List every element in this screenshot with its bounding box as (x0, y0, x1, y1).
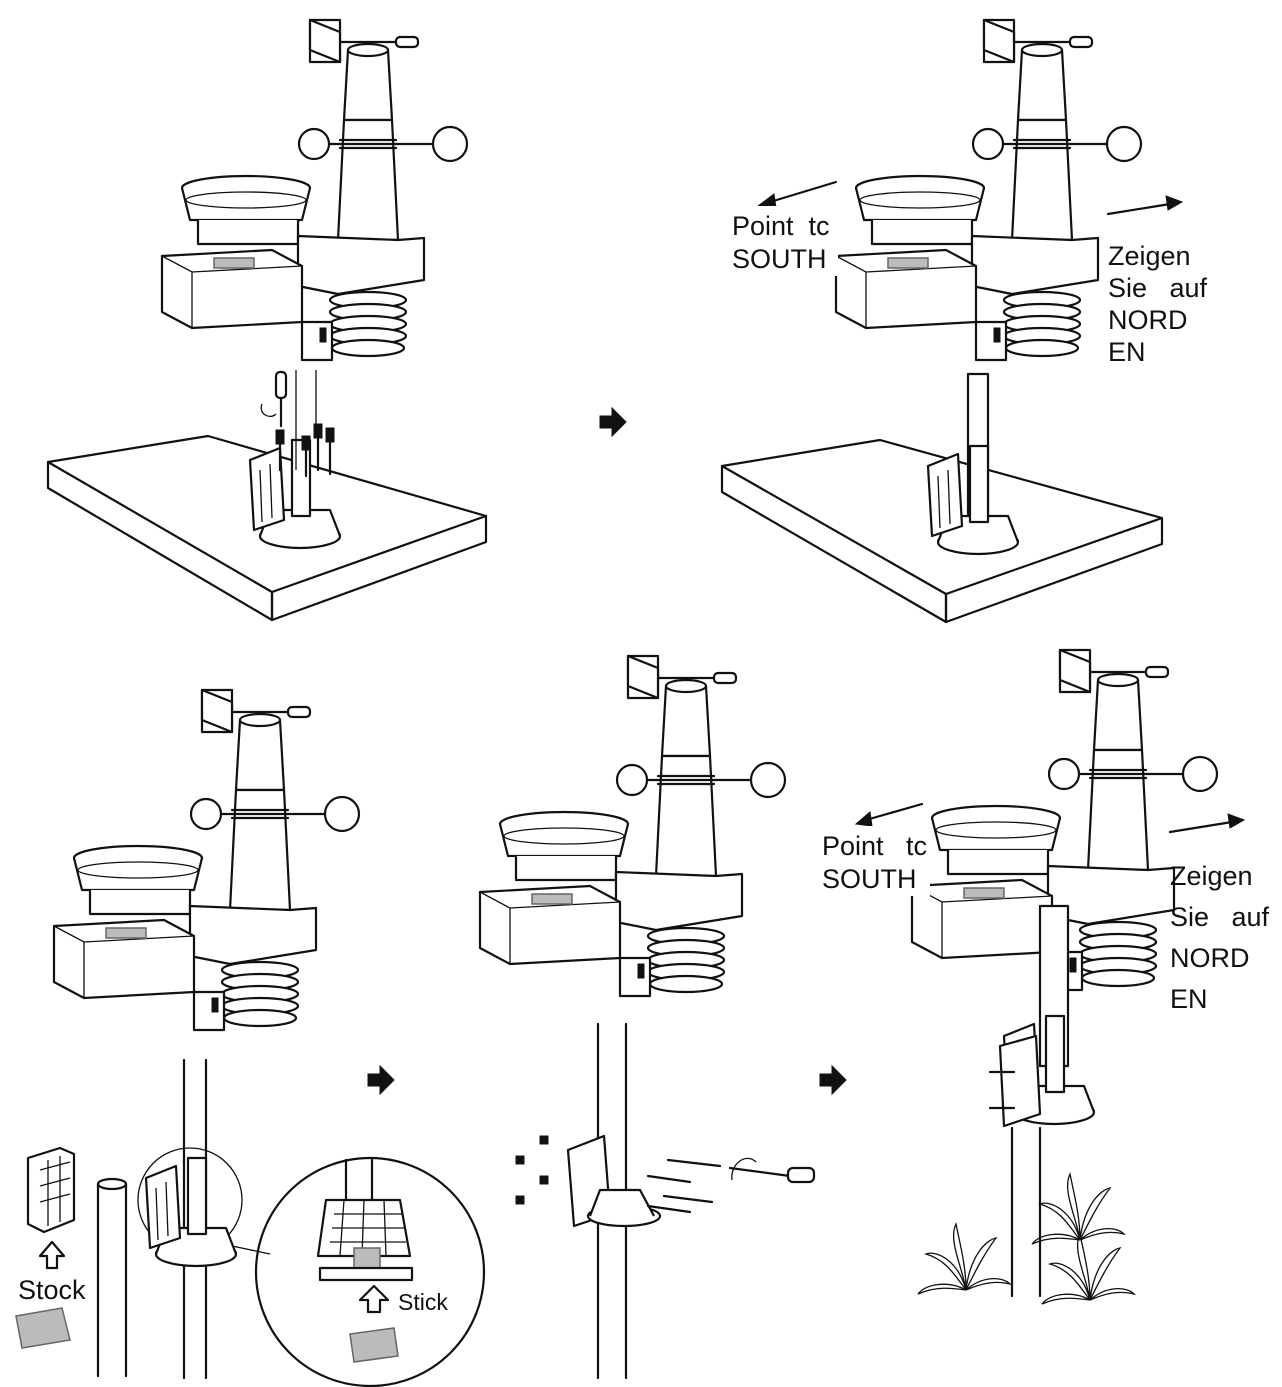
station-top-right (834, 18, 1143, 362)
long-arrow-icon (854, 802, 924, 827)
bracket-part (26, 1146, 76, 1234)
point-south-label-top: Point tc SOUTH (732, 211, 830, 274)
platform-right (720, 372, 1164, 624)
plant-decoration (917, 1173, 1135, 1305)
right-arrow-icon (819, 1065, 847, 1095)
right-arrow-icon (367, 1065, 395, 1095)
pole-screws (515, 1022, 816, 1380)
pole-detail (137, 1058, 271, 1380)
zeigen-nord-label-top: Zeigen Sie auf NORD EN (1108, 241, 1208, 367)
stick-label: Stick (398, 1289, 448, 1315)
stock-label: Stock (18, 1275, 86, 1305)
station-top-left (160, 18, 469, 362)
platform-left (46, 370, 488, 622)
station-mid-left (52, 688, 361, 1032)
zeigen-nord-label-bottom: Zeigen Sie auf NORD EN (1170, 861, 1270, 1014)
hollow-up-arrow-icon (358, 1284, 390, 1314)
right-arrow-icon (599, 407, 627, 437)
installed-pole (988, 904, 1096, 1298)
long-arrow-icon (1106, 195, 1184, 216)
hollow-up-arrow-icon (38, 1240, 66, 1270)
point-south-label-bottom: Point tc SOUTH (822, 831, 928, 894)
station-mid-center (478, 654, 787, 998)
long-arrow-icon (1168, 813, 1246, 834)
pole (96, 1177, 128, 1378)
long-arrow-icon (756, 180, 838, 209)
adhesive-pad (15, 1307, 71, 1349)
magnified-detail (254, 1156, 486, 1387)
